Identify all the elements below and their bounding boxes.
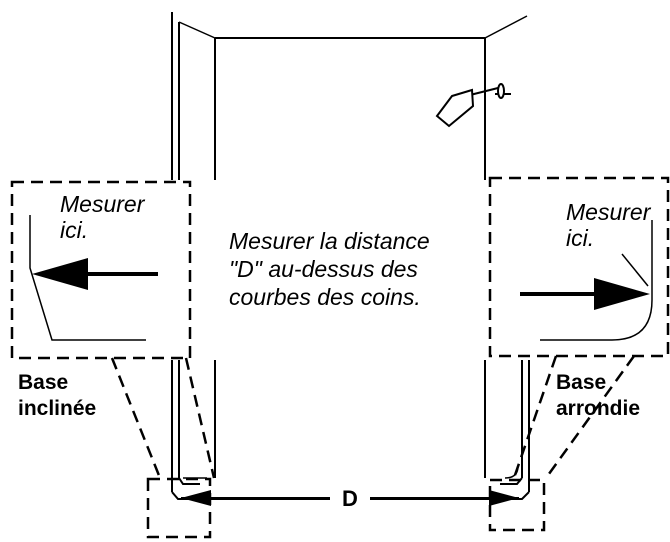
showerhead-icon <box>435 83 511 128</box>
right-base-label-2: arrondie <box>556 397 640 420</box>
right-measure-label-1: Mesurer <box>566 199 652 225</box>
instruction-line-2: "D" au-dessus des <box>229 256 418 282</box>
arrow-right-icon <box>520 278 650 310</box>
shower-enclosure <box>171 12 530 500</box>
left-base-label-2: inclinée <box>18 397 96 420</box>
left-measure-label-1: Mesurer <box>60 191 146 217</box>
right-inset-box: Mesurer ici. <box>488 176 670 358</box>
left-corner-detail-box <box>146 477 212 539</box>
left-inset-box: Mesurer ici. <box>10 180 192 360</box>
dimension-arrow-left-icon <box>181 490 211 506</box>
right-base-label-1: Base <box>556 371 606 394</box>
right-corner-detail-box <box>488 478 546 532</box>
right-measure-label-2: ici. <box>566 225 594 251</box>
instruction-text: Mesurer la distance "D" au-dessus des co… <box>229 228 430 310</box>
dimension-d: D <box>181 486 519 511</box>
arrow-left-icon <box>32 258 158 290</box>
instruction-line-3: courbes des coins. <box>229 284 421 310</box>
dimension-label: D <box>342 486 358 511</box>
left-base-label-1: Base <box>18 371 68 394</box>
dimension-arrow-right-icon <box>489 490 519 506</box>
left-measure-label-2: ici. <box>60 217 88 243</box>
instruction-line-1: Mesurer la distance <box>229 228 430 254</box>
leader-lines <box>110 355 636 479</box>
